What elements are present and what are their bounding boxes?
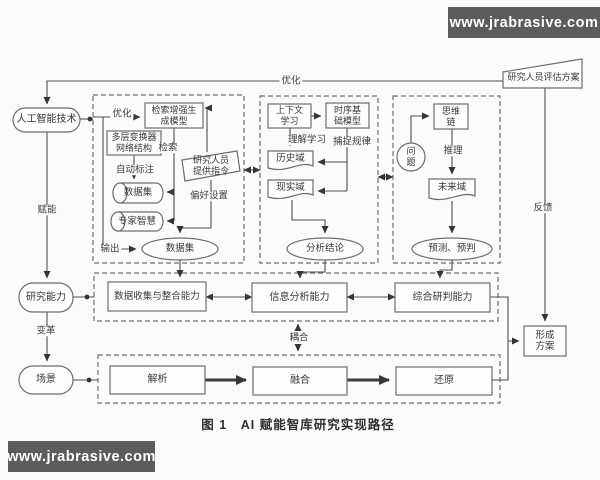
edge-label-optimize-top: 优化 <box>279 75 303 87</box>
node-prediction <box>411 237 493 261</box>
dataset-cylinder-cap <box>112 182 128 204</box>
figure-caption: 图 1 AI 赋能智库研究实现路径 <box>201 418 395 432</box>
scenario-row-box <box>97 354 501 404</box>
node-ts-model <box>325 102 370 129</box>
node-analysis-conclusion <box>286 237 364 261</box>
node-scene <box>18 365 74 395</box>
edge-label-feedback: 反馈 <box>531 202 555 214</box>
node-rag-model <box>144 102 204 129</box>
node-scene-restore <box>395 366 493 396</box>
edge-optimize-feedback <box>43 80 503 105</box>
node-history-domain <box>267 150 314 170</box>
node-reality-domain <box>267 179 314 199</box>
module-box-data <box>92 94 245 264</box>
edge-instructions-rag <box>204 104 212 152</box>
expert-cylinder-cap <box>110 211 126 232</box>
junction-dot-researchcap <box>84 294 90 300</box>
node-cap-info <box>251 282 348 313</box>
node-future-domain <box>428 178 476 200</box>
node-instructions <box>181 150 241 182</box>
edge-label-optimize-inner: 优化 <box>110 108 134 120</box>
node-research-capability <box>18 282 74 313</box>
edge-label-retrieve: 检索 <box>156 142 180 154</box>
node-ai-technology <box>12 107 81 133</box>
edge-label-coupling: 耦合 <box>287 332 311 344</box>
edge-label-auto-label: 自动标注 <box>113 164 157 176</box>
junction-dot-scene <box>86 377 92 383</box>
node-dataset-output <box>141 237 219 261</box>
node-transformer <box>106 130 162 156</box>
edge-label-capture-rules: 捕捉规律 <box>330 136 374 148</box>
edge-bracket-formplan <box>490 296 509 381</box>
edge-label-empower: 赋能 <box>35 204 59 216</box>
edge-label-transform: 变革 <box>34 325 58 337</box>
node-context-learning <box>267 103 312 129</box>
node-scene-fuse <box>252 366 348 396</box>
watermark-top-right: www.jrabrasive.com <box>448 7 600 38</box>
edge-question-cot <box>410 112 430 143</box>
edge-conclusion-capinfo <box>296 260 326 279</box>
junction-dot-aitech <box>87 116 93 122</box>
node-cap-data <box>107 281 207 312</box>
node-question <box>396 142 426 172</box>
node-form-plan <box>523 325 567 357</box>
edge-reality-conclusion <box>291 200 329 234</box>
watermark-bottom-left: www.jrabrasive.com <box>7 441 155 472</box>
node-cap-judge <box>394 282 491 313</box>
node-scene-parse <box>109 365 206 395</box>
node-eval-plan <box>502 58 583 89</box>
edge-prediction-capjudge <box>436 260 453 279</box>
edge-preference-dataset <box>176 180 212 234</box>
edge-label-reasoning: 推理 <box>441 145 465 157</box>
node-chain-of-thought <box>433 103 469 130</box>
edge-label-understand-learn: 理解学习 <box>285 134 329 146</box>
edge-label-preference: 偏好设置 <box>187 190 231 202</box>
edge-label-output: 输出 <box>98 243 122 255</box>
